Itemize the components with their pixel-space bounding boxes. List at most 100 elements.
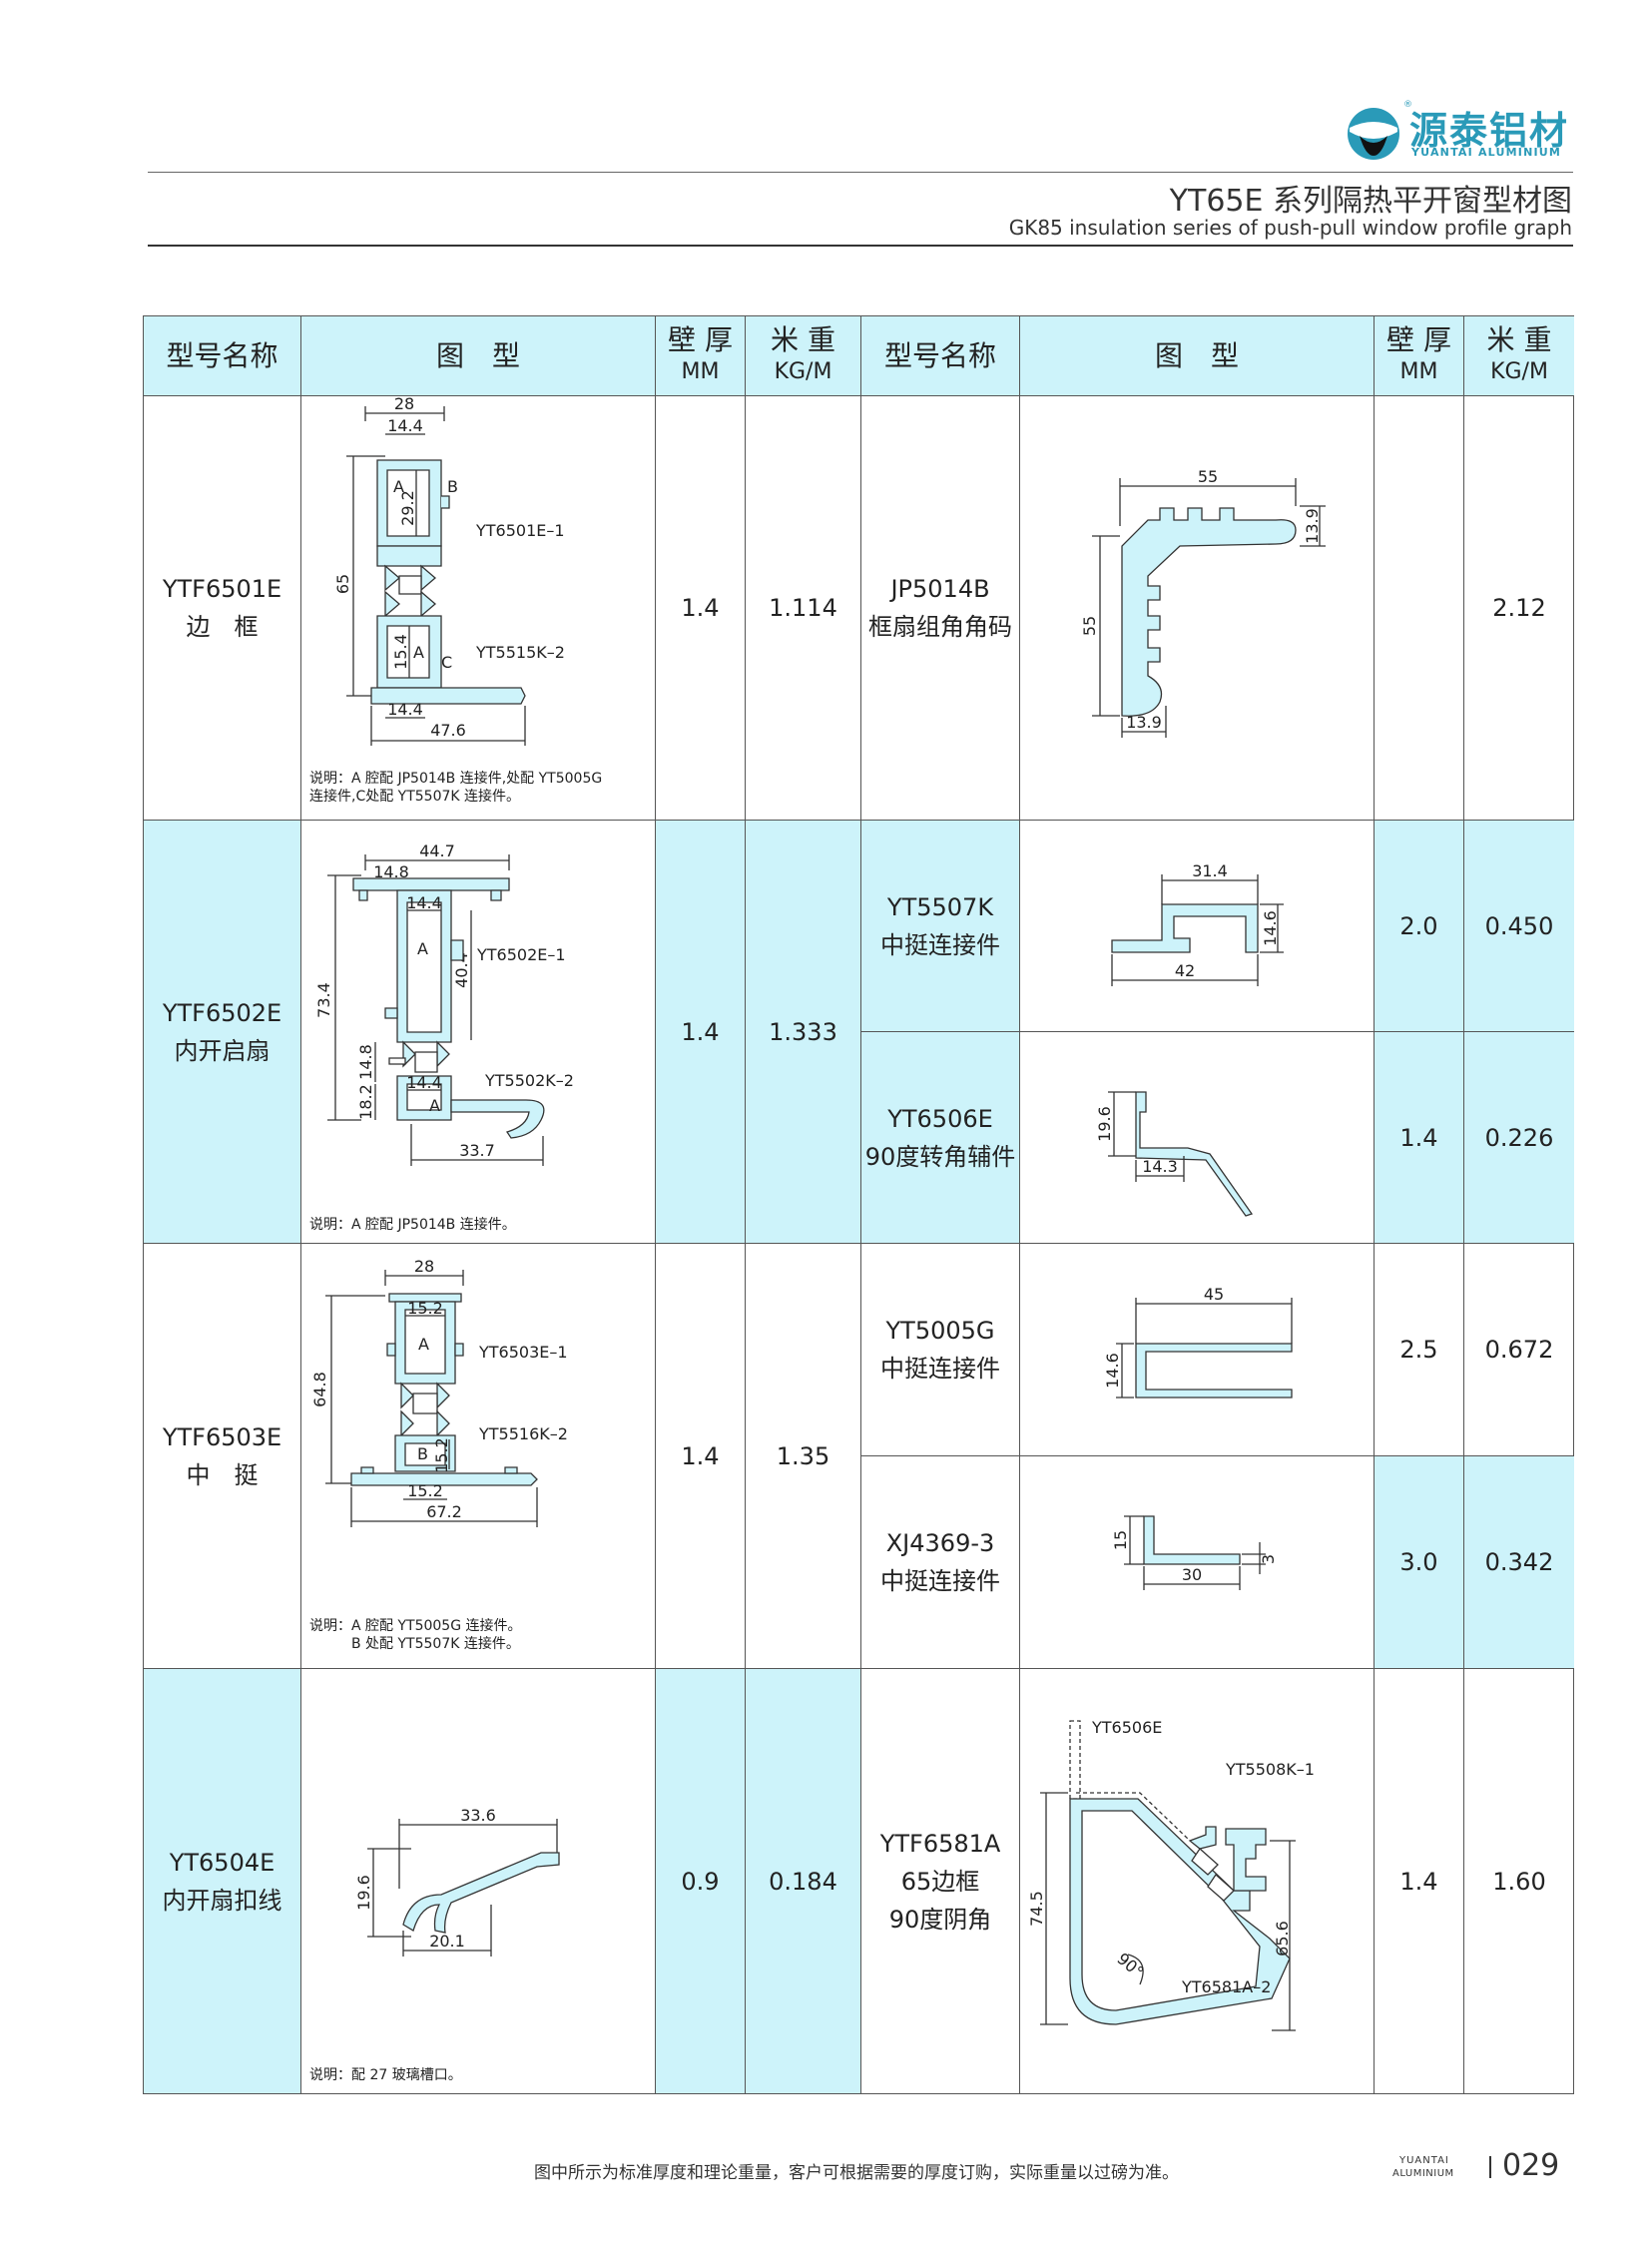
right-row6-thickness: 1.4: [1375, 1669, 1464, 2093]
figure-note: 说明：A 腔配 JP5014B 连接件,处配 YT5005G: [309, 771, 603, 787]
dim-text: 55: [1198, 467, 1218, 486]
dim-text: 15.2: [432, 1437, 451, 1473]
right-row1-weight: 2.12: [1464, 396, 1574, 821]
right-row6-weight: 1.60: [1492, 1867, 1546, 1896]
model-code: XJ4369-3: [885, 1529, 995, 1557]
figure-note: 连接件,C处配 YT5507K 连接件。: [309, 789, 521, 805]
dim-text: 15.2: [407, 1299, 443, 1318]
dim-text: 18.2: [356, 1084, 375, 1120]
model-desc: 65边框: [900, 1867, 980, 1896]
right-row2-figure: 31.4 14.6 42: [1020, 821, 1375, 1032]
dim-text: 65: [333, 574, 352, 594]
brand-name-cn: 源泰铝材: [1409, 108, 1570, 153]
header-thickness-unit: MM: [1399, 358, 1438, 384]
dim-text: 19.6: [354, 1875, 373, 1911]
dim-text: 14.6: [1261, 910, 1280, 946]
profile-drawing-yt6504e: 33.6 19.6 20.1: [354, 1806, 560, 1957]
header-thickness-left: 壁 厚 MM: [656, 316, 746, 396]
chamber-label: A: [429, 1096, 440, 1115]
chamber-label: B: [417, 1444, 428, 1463]
header-weight-left: 米 重 KG/M: [746, 316, 861, 396]
dim-text: 65.6: [1273, 1921, 1292, 1957]
profile-drawing-yt5507k: 31.4 14.6 42: [1111, 861, 1284, 986]
right-row3-weight: 0.226: [1464, 1032, 1574, 1244]
brand-logo: ® 源泰铝材 YUANTAI ALUMINIUM: [1346, 100, 1577, 164]
header-weight-unit: KG/M: [774, 358, 832, 384]
left-row2-figure: 44.7 14.8 73.4 14.4 A 40.4 YT6502E–1 14.…: [301, 821, 656, 1244]
left-row1-figure: 28 14.4 65 29.2 A B YT6501E–1 15.4 A: [301, 396, 656, 821]
part-label: YT6501E–1: [475, 521, 565, 540]
dim-text: 14.3: [1142, 1157, 1178, 1176]
header-thickness-label: 壁 厚: [1386, 322, 1451, 356]
footer-divider: [1489, 2156, 1491, 2178]
dim-text: 15.4: [391, 634, 410, 670]
model-desc: 中挺连接件: [880, 1355, 1000, 1383]
figure-note: 说明：配 27 玻璃槽口。: [309, 2067, 462, 2083]
model-code: YT6504E: [169, 1848, 275, 1877]
header-thickness-unit: MM: [681, 358, 720, 384]
dim-text: 14.4: [387, 416, 423, 435]
profile-drawing-yt5005g: 45 14.6: [1103, 1285, 1293, 1399]
dim-text: 31.4: [1192, 861, 1228, 880]
model-desc: 90度转角辅件: [864, 1142, 1016, 1171]
left-row4-weight: 0.184: [746, 1669, 861, 2093]
dim-text: 14.4: [387, 700, 423, 719]
right-row5-figure: 15 3 30: [1020, 1456, 1375, 1669]
dim-text: 14.4: [406, 893, 442, 912]
right-row5-thickness: 3.0: [1375, 1456, 1464, 1669]
page-title-en: GK85 insulation series of push-pull wind…: [1008, 216, 1572, 240]
header-rule-top: [148, 172, 1573, 173]
right-row2-thickness: 2.0: [1375, 821, 1464, 1032]
model-desc: 中 挺: [186, 1460, 259, 1489]
header-thickness-right: 壁 厚 MM: [1375, 316, 1464, 396]
right-row2-model: YT5507K 中挺连接件: [861, 821, 1020, 1032]
dim-text: 14.6: [1103, 1353, 1122, 1389]
dim-text: 67.2: [426, 1502, 462, 1521]
left-row1-model: YTF6501E 边 框: [144, 396, 301, 821]
registered-mark: ®: [1403, 100, 1412, 110]
left-row4-model: YT6504E 内开扇扣线: [144, 1669, 301, 2093]
model-desc: 90度阴角: [888, 1905, 992, 1934]
dim-text: 20.1: [429, 1932, 465, 1951]
dim-text: 28: [394, 396, 414, 413]
page-title-cn: YT65E 系列隔热平开窗型材图: [1169, 184, 1572, 219]
part-label: YT5502K–2: [484, 1071, 574, 1090]
dim-text: 47.6: [430, 721, 466, 740]
profile-drawing-jp5014b: 55 13.9 55 13.9: [1080, 467, 1326, 738]
profile-drawing-xj4369: 15 3 30: [1111, 1515, 1278, 1590]
header-weight-label: 米 重: [1486, 322, 1552, 356]
part-label: YT5515K–2: [475, 643, 565, 662]
model-code: YT6506E: [887, 1104, 993, 1133]
right-row3-thickness: 1.4: [1375, 1032, 1464, 1244]
right-row2-weight: 0.450: [1464, 821, 1574, 1032]
model-code: YTF6503E: [162, 1422, 282, 1451]
header-model-right: 型号名称: [861, 316, 1020, 396]
model-desc: 边 框: [186, 613, 259, 641]
page-number: 029: [1502, 2148, 1560, 2183]
model-code: YTF6501E: [162, 575, 282, 603]
part-label: YT5508K–1: [1225, 1760, 1315, 1779]
header-weight-right: 米 重 KG/M: [1464, 316, 1574, 396]
model-desc: 中挺连接件: [880, 930, 1000, 959]
model-desc: 框扇组角角码: [868, 613, 1012, 641]
brand-logo-mark: [1348, 108, 1399, 160]
part-label: YT5516K–2: [478, 1424, 568, 1443]
footer-brand-top: YUANTAI: [1399, 2155, 1449, 2166]
left-row3-thickness: 1.4: [656, 1244, 746, 1669]
model-code: YT5507K: [886, 892, 994, 921]
figure-note: 说明：A 腔配 YT5005G 连接件。: [309, 1618, 522, 1634]
part-label: YT6506E: [1091, 1718, 1162, 1737]
model-code: YTF6581A: [879, 1829, 1001, 1858]
dim-text: 64.8: [310, 1372, 329, 1407]
right-row1-model: JP5014B 框扇组角角码: [861, 396, 1020, 821]
chamber-label: A: [413, 643, 424, 662]
dim-text: 33.7: [459, 1141, 495, 1160]
left-row1-thickness: 1.4: [656, 396, 746, 821]
brand-name-en: YUANTAI ALUMINIUM: [1411, 146, 1562, 159]
profile-drawing-ytf6581a: YT6506E YT5508K–1 74.5 65.6 90° YT6581A–…: [1027, 1718, 1315, 2031]
dim-text: 28: [414, 1257, 434, 1276]
dim-text: 45: [1204, 1285, 1224, 1304]
right-row1-figure: 55 13.9 55 13.9: [1020, 396, 1375, 821]
dim-text: 74.5: [1027, 1891, 1046, 1927]
part-label: YT6502E–1: [476, 945, 566, 964]
